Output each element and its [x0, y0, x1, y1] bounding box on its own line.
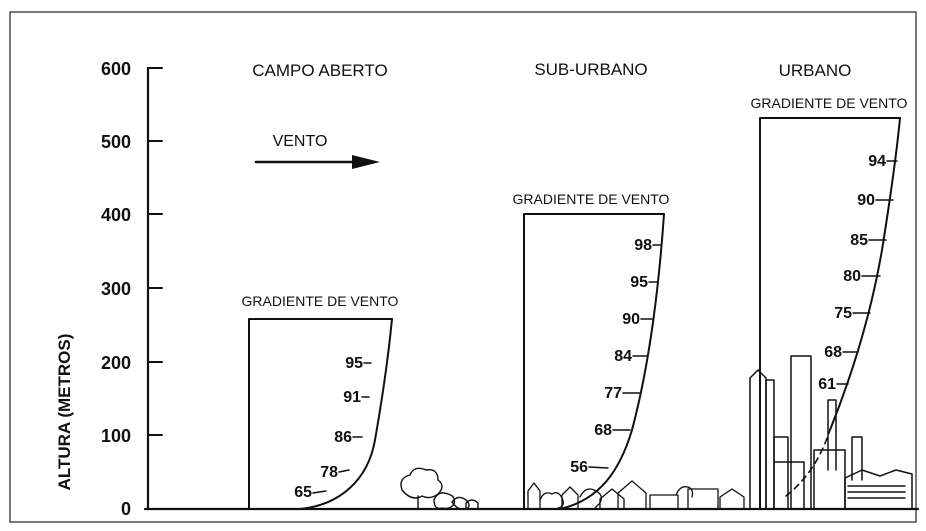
percent-95-sub: 95	[630, 274, 648, 291]
wind-arrow-head	[352, 155, 380, 169]
wind-label: VENTO	[273, 133, 328, 150]
tick-label-600: 600	[101, 59, 131, 79]
gradient-label-campo: GRADIENTE DE VENTO	[242, 293, 399, 309]
panel-title-campo-aberto: CAMPO ABERTO	[252, 61, 387, 80]
tick-label-500: 500	[101, 132, 131, 152]
percent-90-sub: 90	[622, 311, 640, 328]
percent-77-sub: 77	[604, 385, 622, 402]
panel-urbano: URBANO GRADIENTE DE VENTO 94 90 85 80	[749, 61, 913, 510]
percent-56-sub: 56	[570, 459, 588, 476]
gradient-label-sub-urbano: GRADIENTE DE VENTO	[513, 191, 670, 207]
gradient-label-urbano: GRADIENTE DE VENTO	[751, 95, 908, 111]
percent-86-campo: 86	[334, 429, 352, 446]
panel-title-sub-urbano: SUB-URBANO	[534, 60, 647, 79]
wind-profile-campo	[299, 318, 393, 510]
tree-cluster-icon	[400, 467, 479, 511]
percent-95-campo: 95	[345, 355, 363, 372]
percent-84-sub: 84	[614, 348, 632, 365]
gradient-box-sub-urbano	[523, 213, 665, 510]
tick-label-300: 300	[101, 279, 131, 299]
y-axis: 600 500 400 300 200 100 0	[101, 59, 920, 519]
tick-label-100: 100	[101, 426, 131, 446]
tick-label-200: 200	[101, 353, 131, 373]
gradient-box-campo	[248, 318, 393, 510]
suburban-houses-icon	[527, 480, 745, 510]
percent-85-urb: 85	[850, 232, 868, 249]
y-axis-label: ALTURA (METROS)	[55, 334, 74, 491]
percent-91-campo: 91	[343, 389, 361, 406]
tick-label-400: 400	[101, 205, 131, 225]
percent-90-urb: 90	[857, 192, 875, 209]
wind-arrow	[254, 155, 380, 169]
percent-80-urb: 80	[843, 268, 861, 285]
panel-campo-aberto: CAMPO ABERTO VENTO GRADIENTE DE VENTO 95…	[242, 61, 399, 510]
percent-68-sub: 68	[594, 422, 612, 439]
gradient-box-urbano	[759, 117, 901, 510]
city-buildings-icon	[749, 355, 913, 510]
percent-65-campo: 65	[294, 484, 312, 501]
diagram-border	[9, 11, 917, 523]
percent-94-urb: 94	[868, 153, 886, 170]
tick-label-0: 0	[121, 499, 131, 519]
wind-profile-urbano	[829, 117, 901, 431]
percent-78-campo: 78	[320, 464, 338, 481]
percent-75-urb: 75	[834, 305, 852, 322]
panel-sub-urbano: SUB-URBANO GRADIENTE DE VENTO 98 95 90 8…	[513, 60, 745, 510]
percent-68-urb: 68	[824, 344, 842, 361]
wind-profile-urbano-hidden	[785, 429, 831, 497]
panel-title-urbano: URBANO	[779, 61, 852, 80]
percent-61-urb: 61	[818, 376, 836, 393]
percent-98-sub: 98	[634, 237, 652, 254]
